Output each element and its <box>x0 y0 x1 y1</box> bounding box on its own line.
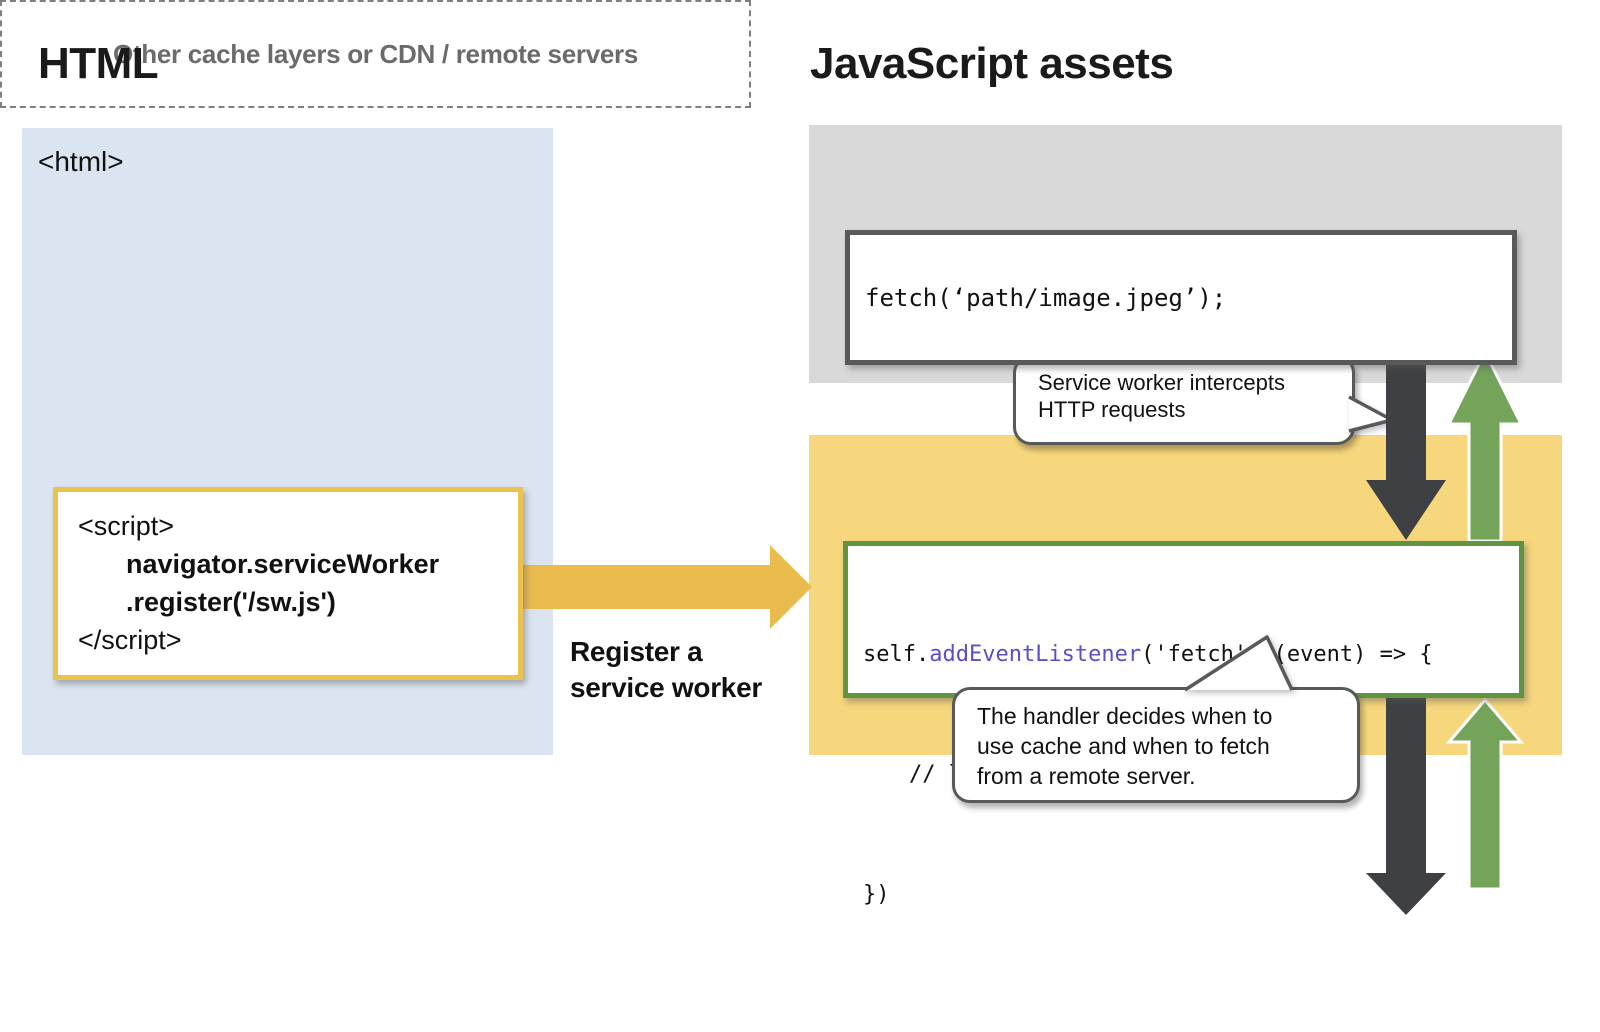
script-code-line: <script> <box>78 511 175 541</box>
html-column-title: HTML <box>38 39 159 88</box>
html-tag-label: <html> <box>38 146 124 177</box>
fetch-code: fetch(‘path/image.jpeg’); <box>865 283 1227 312</box>
script-code-line: .register('/sw.js') <box>126 587 336 617</box>
register-label-line: service worker <box>570 672 762 703</box>
handler-callout-line: The handler decides when to <box>977 703 1273 729</box>
handler-callout-line: from a remote server. <box>977 763 1196 789</box>
sw-code-line-3: }) <box>863 882 890 907</box>
handler-callout-line: use cache and when to fetch <box>977 733 1270 759</box>
intercept-callout-line: HTTP requests <box>1038 397 1186 422</box>
handler-callout-bubble: The handler decides when to use cache an… <box>952 687 1360 803</box>
sw-code-rest: ('fetch', (event) => { <box>1141 642 1433 667</box>
register-script-code-box: <script> navigator.serviceWorker .regist… <box>53 487 523 680</box>
script-code-line: navigator.serviceWorker <box>126 549 440 579</box>
intercept-callout-line: Service worker intercepts <box>1038 370 1285 395</box>
sw-code-self: self. <box>863 642 930 667</box>
sw-code-keyword: addEventListener <box>929 642 1142 667</box>
cache-layers-box: Other cache layers or CDN / remote serve… <box>0 0 751 108</box>
fetch-code-box: fetch(‘path/image.jpeg’); <box>845 230 1517 365</box>
sw-code-line-1: self.addEventListener('fetch', (event) =… <box>863 635 1519 675</box>
service-worker-code-box: self.addEventListener('fetch', (event) =… <box>843 541 1524 907</box>
javascript-assets-column-title: JavaScript assets <box>810 39 1174 88</box>
intercept-callout-bubble: Service worker intercepts HTTP requests <box>1013 355 1355 445</box>
register-arrow-label: Register a service worker <box>570 634 762 706</box>
cache-layers-label: Other cache layers or CDN / remote serve… <box>113 38 638 69</box>
register-arrow-icon <box>523 545 812 629</box>
script-code-line: </script> <box>78 625 182 655</box>
register-label-line: Register a <box>570 636 703 667</box>
